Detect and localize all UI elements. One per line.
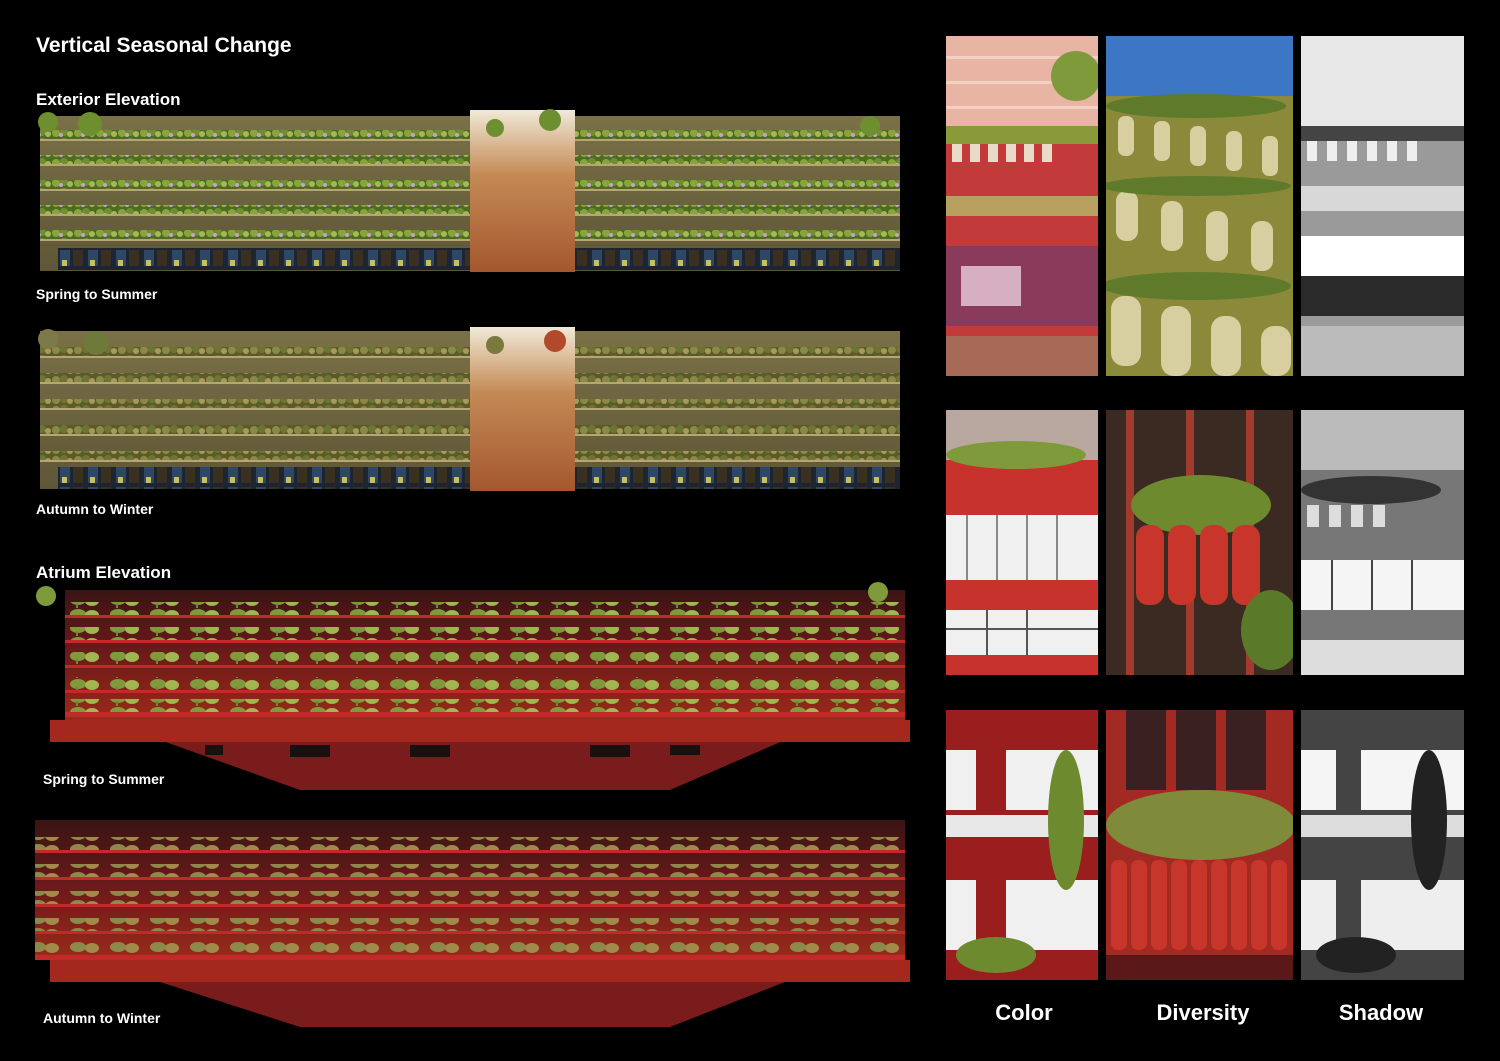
- exterior-heading: Exterior Elevation: [36, 90, 181, 109]
- shadow-tile-3: [1301, 710, 1464, 980]
- atrium-elevation-autumn: [30, 815, 910, 1030]
- diversity-tile-1: [1106, 36, 1293, 376]
- atrium-autumn-caption: Autumn to Winter: [43, 1010, 161, 1026]
- color-tile-1: [946, 36, 1098, 376]
- diversity-tile-3: [1106, 710, 1293, 980]
- column-heading-color: Color: [995, 1000, 1053, 1025]
- exterior-spring-caption: Spring to Summer: [36, 286, 158, 302]
- atrium-heading: Atrium Elevation: [36, 563, 172, 582]
- color-tile-3: [946, 710, 1098, 980]
- atrium-spring-caption: Spring to Summer: [43, 771, 165, 787]
- shadow-tile-2: [1301, 410, 1464, 675]
- page-title: Vertical Seasonal Change: [36, 34, 292, 57]
- shadow-tile-1: [1301, 36, 1464, 376]
- column-heading-diversity: Diversity: [1156, 1000, 1250, 1025]
- exterior-elevation-spring: [30, 108, 910, 273]
- column-heading-shadow: Shadow: [1338, 1000, 1424, 1025]
- atrium-elevation-spring: [30, 580, 910, 790]
- exterior-autumn-caption: Autumn to Winter: [36, 501, 154, 517]
- exterior-elevation-autumn: [30, 325, 910, 493]
- color-tile-2: [946, 410, 1098, 675]
- diversity-tile-2: [1106, 410, 1293, 675]
